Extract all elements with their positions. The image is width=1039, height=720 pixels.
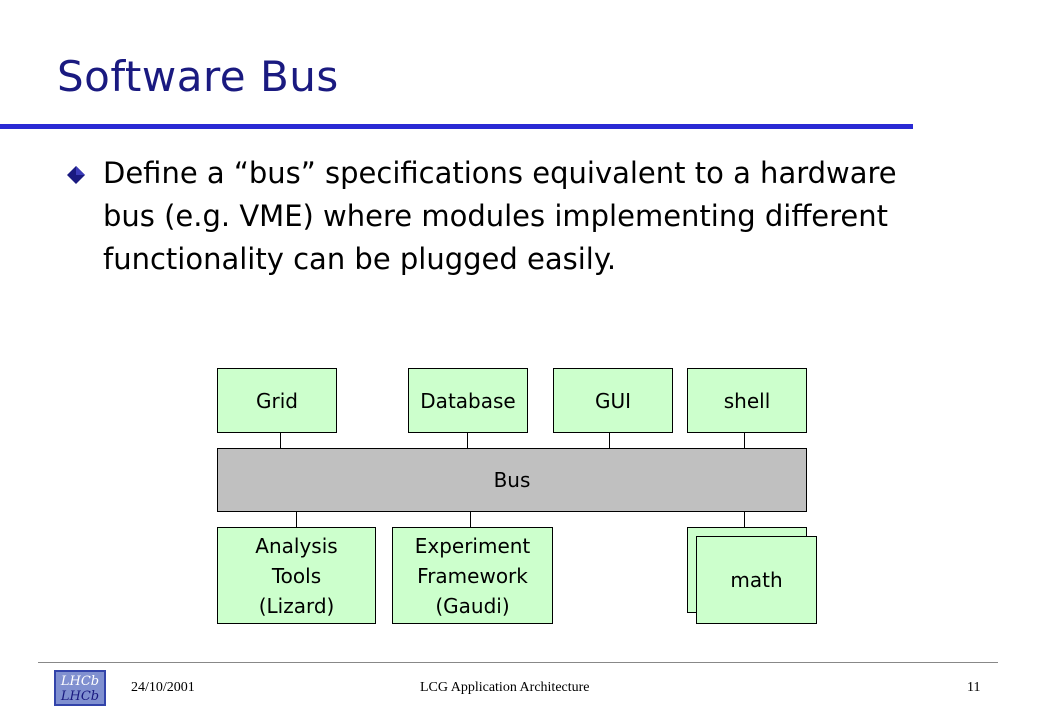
connector-shell xyxy=(744,432,745,449)
svg-text:LHCb: LHCb xyxy=(60,674,99,689)
diamond-bullet-icon xyxy=(67,166,85,184)
module-grid: Grid xyxy=(217,368,337,433)
module-math: math xyxy=(696,536,817,624)
footer-page-number: 11 xyxy=(967,680,981,695)
svg-text:LHCb: LHCb xyxy=(60,689,99,704)
module-analysis-tools: Analysis Tools (Lizard) xyxy=(217,527,376,624)
module-gui: GUI xyxy=(553,368,673,433)
bus-bar: Bus xyxy=(217,448,807,512)
slide-title: Software Bus xyxy=(57,52,339,101)
connector-grid xyxy=(280,432,281,449)
footer-title: LCG Application Architecture xyxy=(420,680,590,695)
title-underline xyxy=(0,124,913,129)
bullet-text: Define a “bus” specifications equivalent… xyxy=(103,156,897,276)
connector-gui xyxy=(609,432,610,449)
connector-analysis xyxy=(296,511,297,528)
module-experiment-framework: Experiment Framework (Gaudi) xyxy=(392,527,553,624)
connector-experiment xyxy=(470,511,471,528)
connector-database xyxy=(467,432,468,449)
module-shell: shell xyxy=(687,368,807,433)
footer-rule xyxy=(38,662,998,663)
module-database: Database xyxy=(408,368,528,433)
footer-date: 24/10/2001 xyxy=(131,680,195,695)
connector-math xyxy=(744,511,745,528)
lhcb-logo: LHCb LHCb xyxy=(54,670,106,706)
